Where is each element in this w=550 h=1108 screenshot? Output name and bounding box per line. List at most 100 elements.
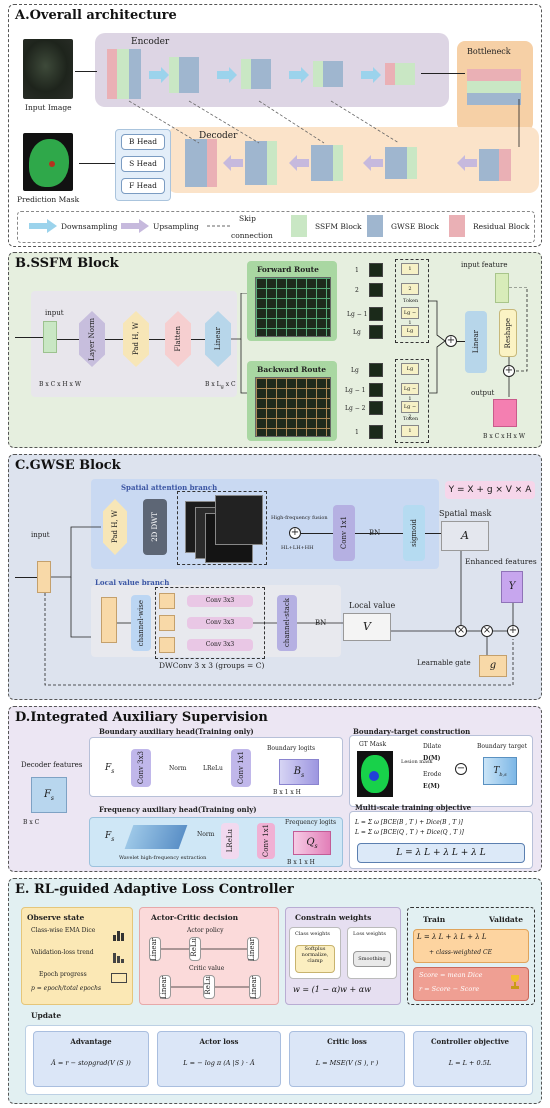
channel-wise-node: channel-wise bbox=[131, 595, 151, 651]
train-validate-region bbox=[407, 907, 535, 1005]
gwse-arrow-in bbox=[15, 577, 37, 578]
trend-icon bbox=[113, 951, 125, 963]
class-weights-label: Class weights bbox=[295, 931, 330, 937]
add-op: + bbox=[507, 625, 519, 637]
legend-gwse-swatch bbox=[367, 215, 383, 237]
fwd-idx-3: Lg − 1 bbox=[347, 311, 368, 318]
decoder-block-4 bbox=[245, 141, 281, 185]
bwd-idx-3: Lg − 2 bbox=[345, 405, 366, 412]
fwd-token-box bbox=[395, 259, 429, 343]
bottleneck-block bbox=[467, 69, 521, 105]
loss-weights-label: Loss weights bbox=[353, 931, 386, 937]
boundary-logits-label: Boundary logits bbox=[267, 745, 316, 752]
input-feature-label: input feature bbox=[461, 261, 508, 269]
prediction-mask bbox=[23, 133, 73, 191]
fwd-token-3: Lg − 1 bbox=[401, 307, 419, 326]
gwse-op-lines bbox=[391, 551, 514, 655]
erode-label: Erode bbox=[423, 771, 442, 778]
panel-aux-supervision: D.Integrated Auxiliary Supervision Decod… bbox=[8, 706, 542, 872]
legend bbox=[17, 211, 535, 243]
mult-op-1: × bbox=[455, 625, 467, 637]
critic-linear-2: Linear bbox=[249, 975, 261, 999]
critic-relu: ReLu bbox=[203, 975, 215, 999]
cw-split-1 bbox=[159, 593, 175, 609]
bar-chart-icon bbox=[113, 929, 125, 941]
legend-residual-swatch bbox=[449, 215, 465, 237]
ssfm-output-cube bbox=[493, 399, 517, 427]
legend-ssfm-swatch bbox=[291, 215, 307, 237]
b-head: B Head bbox=[121, 134, 165, 150]
decoder-block-5 bbox=[185, 139, 219, 187]
bwd-idx-2: Lg − 1 bbox=[345, 387, 366, 394]
fwd-patch-4 bbox=[369, 325, 383, 339]
ssfm-arrow-3 bbox=[149, 339, 165, 340]
fwd-idx-2: 2 bbox=[355, 287, 359, 294]
ssfm-arrow-4 bbox=[191, 339, 205, 340]
conv3-1: Conv 3x3 bbox=[187, 595, 253, 607]
panel-d-title: D.Integrated Auxiliary Supervision bbox=[15, 710, 268, 725]
gwse-input-cube bbox=[37, 561, 51, 593]
input-image bbox=[23, 39, 73, 99]
bh-relu: LReLu bbox=[203, 765, 223, 772]
encoder-block-5 bbox=[385, 63, 419, 85]
decoder-features-cube: Fs bbox=[31, 777, 67, 813]
fwd-token-label: Token bbox=[403, 298, 419, 304]
ssfm-shape-tok: B x Lg x C bbox=[205, 381, 236, 391]
bwd-idx-1: Lg bbox=[351, 367, 359, 374]
observe-item-1: Class-wise EMA Dice bbox=[31, 927, 96, 934]
hf-fusion-op: + bbox=[289, 527, 301, 539]
critic-loss-formula: L = MSE(V (S ), r ) bbox=[315, 1059, 379, 1067]
conv3-2: Conv 3x3 bbox=[187, 617, 253, 629]
fwd-idx-4: Lg bbox=[353, 329, 361, 336]
gwse-conv1: Conv 1x1 bbox=[333, 505, 355, 561]
train-loss-formula: L = λ L + λ L + λ L bbox=[417, 933, 487, 941]
local-branch-label: Local value branch bbox=[95, 578, 170, 587]
update-label: Update bbox=[31, 1011, 62, 1020]
panel-e-title: E. RL-guided Adaptive Loss Controller bbox=[15, 882, 294, 897]
ssfm-arrow-0 bbox=[15, 337, 43, 338]
bwd-patch-4 bbox=[369, 425, 383, 439]
ssfm-split-arrows bbox=[231, 293, 247, 394]
bwd-token-2: Lg − 1 bbox=[401, 383, 419, 402]
skip-connections bbox=[128, 99, 520, 147]
backward-route-label: Backward Route bbox=[257, 365, 327, 374]
enhanced-label: Enhanced features bbox=[465, 557, 537, 566]
decoder-label: Decoder bbox=[199, 131, 238, 141]
bh-conv: Conv 3x3 bbox=[131, 749, 151, 787]
ssfm-shape-in: B x C x H x W bbox=[39, 381, 81, 388]
critic-loss-label: Critic loss bbox=[327, 1037, 367, 1046]
gwse-arrow-s1 bbox=[301, 533, 333, 534]
fh-relu: LReLu bbox=[221, 823, 239, 859]
class-weighted-label: + class-weighted CE bbox=[429, 949, 492, 956]
panel-b-title: B.SSFM Block bbox=[15, 256, 119, 271]
critic-value-label: Critic value bbox=[189, 965, 225, 972]
observe-item-3: Epoch progress bbox=[39, 971, 87, 978]
local-value-label: Local value bbox=[349, 601, 396, 610]
advantage-label: Advantage bbox=[70, 1037, 112, 1046]
actor-linear-1: Linear bbox=[149, 937, 161, 961]
smoothing-box: Smoothing bbox=[353, 951, 391, 967]
ssfm-output-label: output bbox=[471, 389, 495, 397]
conv3-3: Conv 3x3 bbox=[187, 639, 253, 651]
layer-norm-node: Layer Norm bbox=[79, 311, 105, 367]
head-arrow bbox=[79, 163, 115, 164]
freq-head-label: Frequency auxiliary head(Training only) bbox=[99, 805, 257, 814]
bwd-token-label: Token bbox=[403, 416, 419, 422]
bottleneck-label: Bottleneck bbox=[467, 47, 511, 56]
legend-up-arrow bbox=[121, 219, 149, 233]
controller-obj-card bbox=[413, 1031, 527, 1087]
fwd-token-2: 2 bbox=[401, 283, 419, 295]
validate-box bbox=[413, 967, 529, 1001]
local-input-cube bbox=[101, 597, 117, 643]
gwse-arrow-s3 bbox=[425, 533, 441, 534]
hf-fusion-label: High-frequency fusion bbox=[271, 515, 328, 521]
input-arrow bbox=[75, 71, 97, 72]
em-label: E(M) bbox=[423, 783, 440, 790]
train-loss-box bbox=[413, 929, 529, 963]
boundary-target-label: Boundary target bbox=[477, 743, 527, 750]
fwd-patch-2 bbox=[369, 283, 383, 297]
dilate-label: Dilate bbox=[423, 743, 442, 750]
lf-formula: L = Σ ω [BCE(Q , T ) + Dice(Q , T )] bbox=[355, 829, 464, 836]
panel-gwse-block: C.GWSE Block Spatial attention branch Y … bbox=[8, 454, 542, 700]
